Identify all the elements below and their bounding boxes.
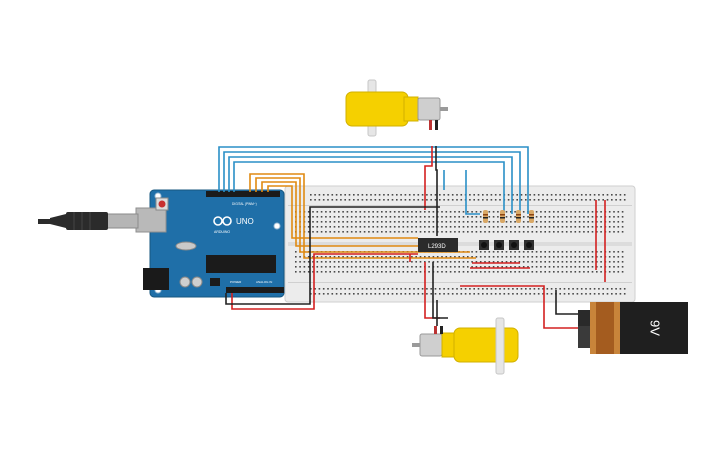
breadboard[interactable] xyxy=(284,185,636,303)
pushbutton-icon xyxy=(524,240,534,250)
usb-port xyxy=(135,207,167,233)
usb-plug-icon xyxy=(38,212,139,230)
motor-icon[interactable] xyxy=(412,317,519,375)
resistor-icon xyxy=(516,210,521,223)
driver-ic-label: L293D xyxy=(428,244,446,250)
wire-group-blue xyxy=(218,146,529,215)
pushbutton-icon xyxy=(479,240,489,250)
resistor-icon xyxy=(483,210,488,223)
wire-group-orange xyxy=(249,173,476,259)
pushbutton-group[interactable] xyxy=(479,240,534,250)
digital-header xyxy=(206,191,280,197)
battery-icon[interactable]: 9V xyxy=(578,302,688,354)
power-header xyxy=(226,287,284,293)
resistor-icon xyxy=(500,210,505,223)
dc-jack xyxy=(143,268,169,290)
motor-icon[interactable] xyxy=(345,79,448,137)
resistor-group xyxy=(483,210,534,223)
analog-pins-label: ANALOG IN xyxy=(256,280,272,284)
atmega-chip xyxy=(206,255,276,273)
resistor-icon xyxy=(529,210,534,223)
battery-voltage-label: 9V xyxy=(648,320,663,336)
pushbutton-icon xyxy=(509,240,519,250)
arduino-model-label: UNO xyxy=(236,217,254,226)
arduino-brand-label: ARDUINO xyxy=(214,230,230,234)
arduino-logo-icon xyxy=(213,216,232,226)
power-pins-label: POWER xyxy=(230,280,242,284)
wire-group-black xyxy=(225,146,584,326)
digital-pins-label: DIGITAL (PWM~) xyxy=(232,202,257,206)
breadboard-holes xyxy=(295,194,626,295)
arduino-uno[interactable]: UNO ARDUINO DIGITAL (PWM~) POWER ANALOG … xyxy=(135,189,285,298)
l293d-driver-ic[interactable]: L293D xyxy=(418,238,458,252)
pushbutton-icon xyxy=(494,240,504,250)
